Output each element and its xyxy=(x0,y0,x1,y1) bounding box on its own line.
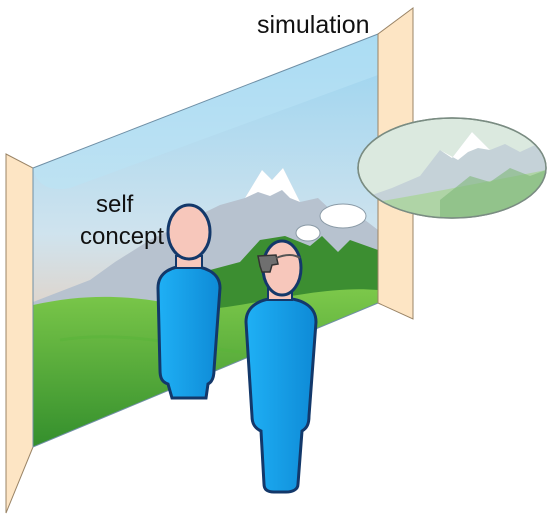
self-label: self xyxy=(96,191,134,218)
snow-caps xyxy=(150,168,300,240)
concept-label: concept xyxy=(80,223,164,250)
user-figure xyxy=(244,239,318,494)
vr-headset-icon xyxy=(257,254,301,273)
left-panel xyxy=(5,153,34,514)
thought-bubble-tiny-icon xyxy=(295,224,321,242)
thought-bubble-small-icon xyxy=(319,203,367,229)
thought-bubble-icon xyxy=(357,117,547,219)
simulation-label: simulation xyxy=(257,11,370,39)
self-concept-figure xyxy=(156,203,222,400)
